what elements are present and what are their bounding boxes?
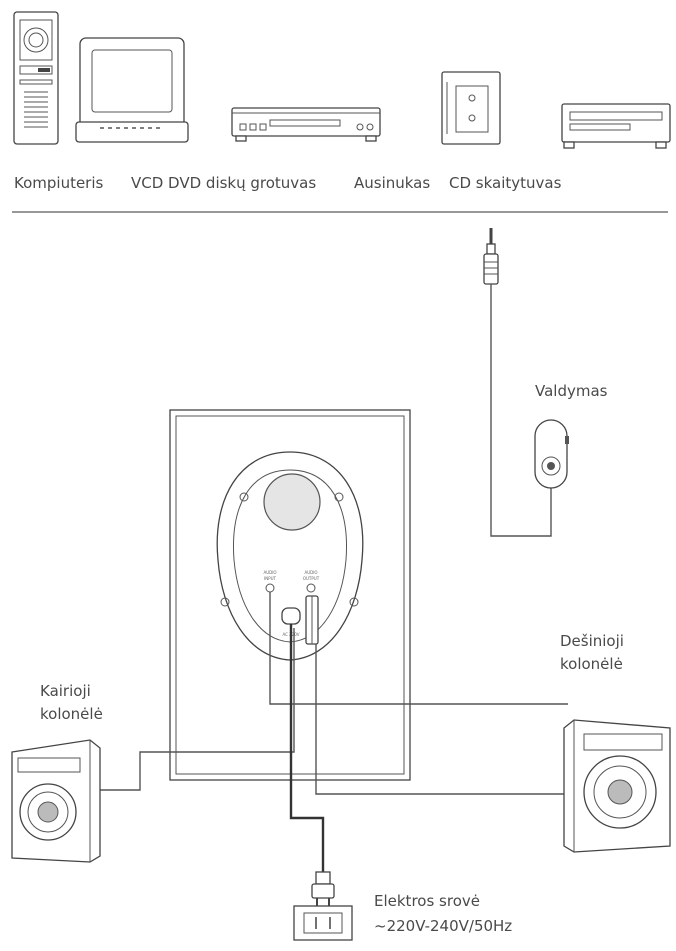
headphones-device-icon <box>441 71 501 145</box>
pc-tower-icon <box>13 11 59 145</box>
volume-control-icon <box>534 419 569 489</box>
label-vcd-dvd: VCD DVD diskų grotuvas <box>131 174 316 192</box>
label-headphones: Ausinukas <box>354 174 430 192</box>
subwoofer-icon: AUDIO INPUT AUDIO OUTPUT AC 220V <box>169 409 411 781</box>
label-left-speaker-1: Kairioji <box>40 682 91 700</box>
left-speaker-cable <box>100 628 295 791</box>
label-cd-player: CD skaitytuvas <box>449 174 562 192</box>
panel-output-line2: OUTPUT <box>303 576 320 581</box>
label-left-speaker-2: kolonėlė <box>40 705 103 723</box>
label-right-speaker-2: kolonėlė <box>560 655 623 673</box>
cd-player-icon <box>561 103 671 149</box>
monitor-icon <box>75 37 189 143</box>
panel-input-line2: INPUT <box>264 576 277 581</box>
label-power-2: ~220V-240V/50Hz <box>374 917 512 935</box>
audio-jack-plug-icon <box>483 228 499 285</box>
input-cable <box>490 284 552 537</box>
dvd-player-icon <box>231 107 381 142</box>
power-plug-icon <box>311 871 335 906</box>
label-power-1: Elektros srovė <box>374 892 480 910</box>
right-speaker-cable-bottom <box>315 644 564 795</box>
label-control: Valdymas <box>535 382 608 400</box>
right-speaker-icon <box>563 719 671 853</box>
panel-output-line1: AUDIO <box>304 570 317 575</box>
left-speaker-icon <box>11 739 101 863</box>
right-speaker-cable-top <box>269 592 568 705</box>
wall-outlet-icon <box>293 905 353 941</box>
label-computer: Kompiuteris <box>14 174 104 192</box>
power-cable <box>289 624 325 872</box>
panel-input-line1: AUDIO <box>263 570 276 575</box>
label-right-speaker-1: Dešinioji <box>560 632 624 650</box>
